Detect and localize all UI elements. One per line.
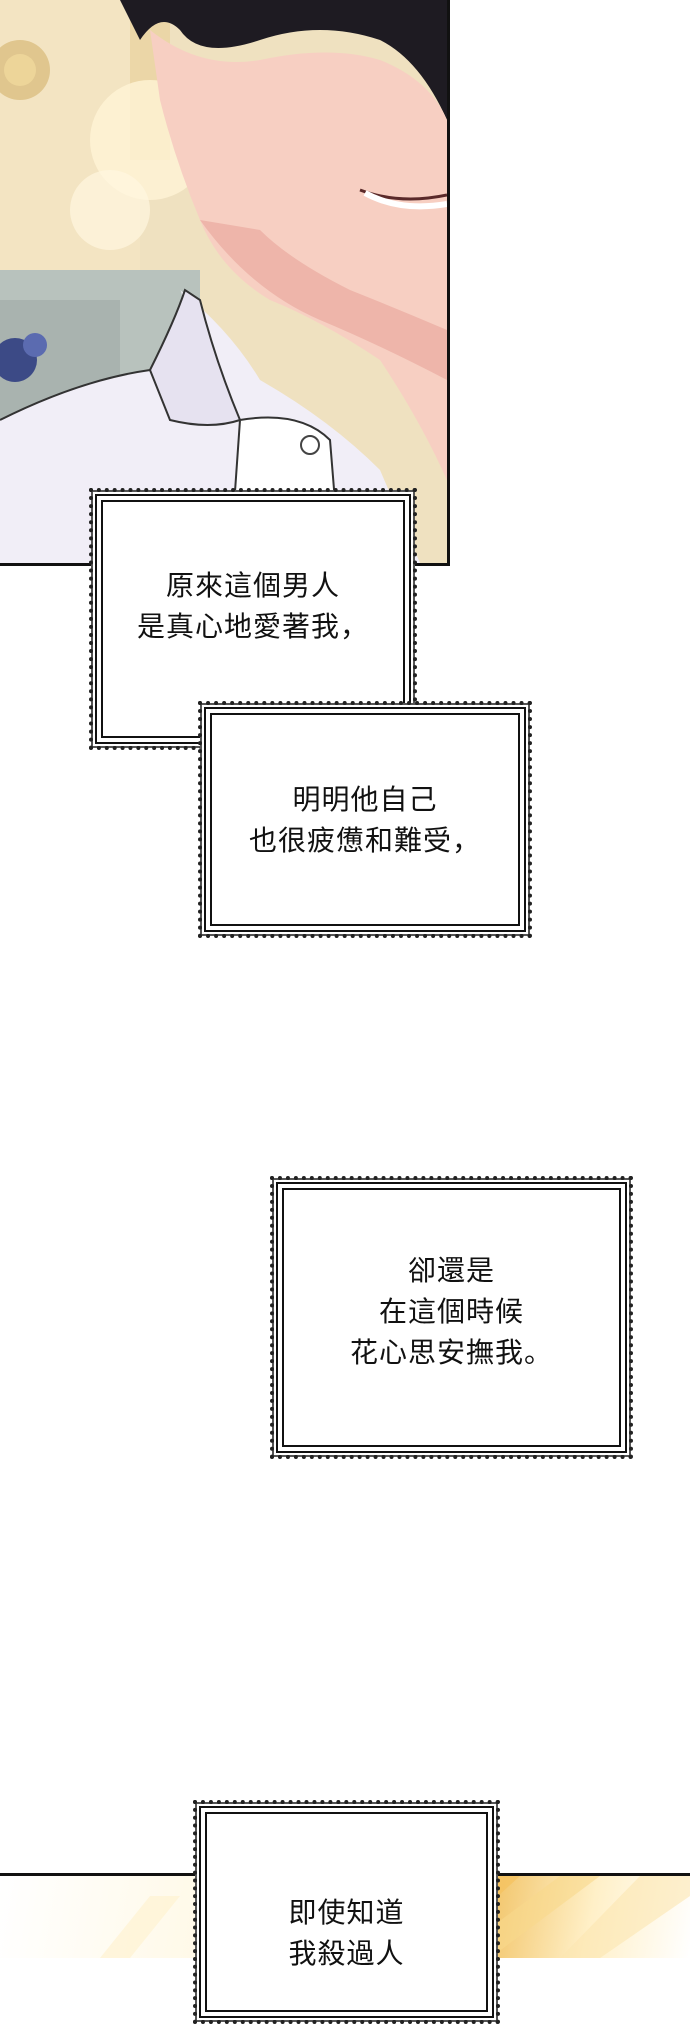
- speech-box: 明明他自己 也很疲憊和難受，: [198, 701, 532, 938]
- narration-text: 明明他自己 也很疲憊和難受，: [248, 782, 481, 857]
- narration-text: 原來這個男人 是真心地愛著我，: [136, 569, 369, 643]
- speech-box: 原來這個男人 是真心地愛著我，: [89, 488, 417, 750]
- panel-illustration: [0, 0, 447, 563]
- speech-box: 卻還是 在這個時候 花心思安撫我。: [270, 1176, 633, 1459]
- comic-panel-top: [0, 0, 450, 566]
- narration-text: 卻還是 在這個時候 花心思安撫我。: [349, 1254, 553, 1369]
- speech-box: 即使知道 我殺過人: [193, 1800, 500, 2024]
- narration-text: 即使知道 我殺過人: [288, 1896, 405, 1970]
